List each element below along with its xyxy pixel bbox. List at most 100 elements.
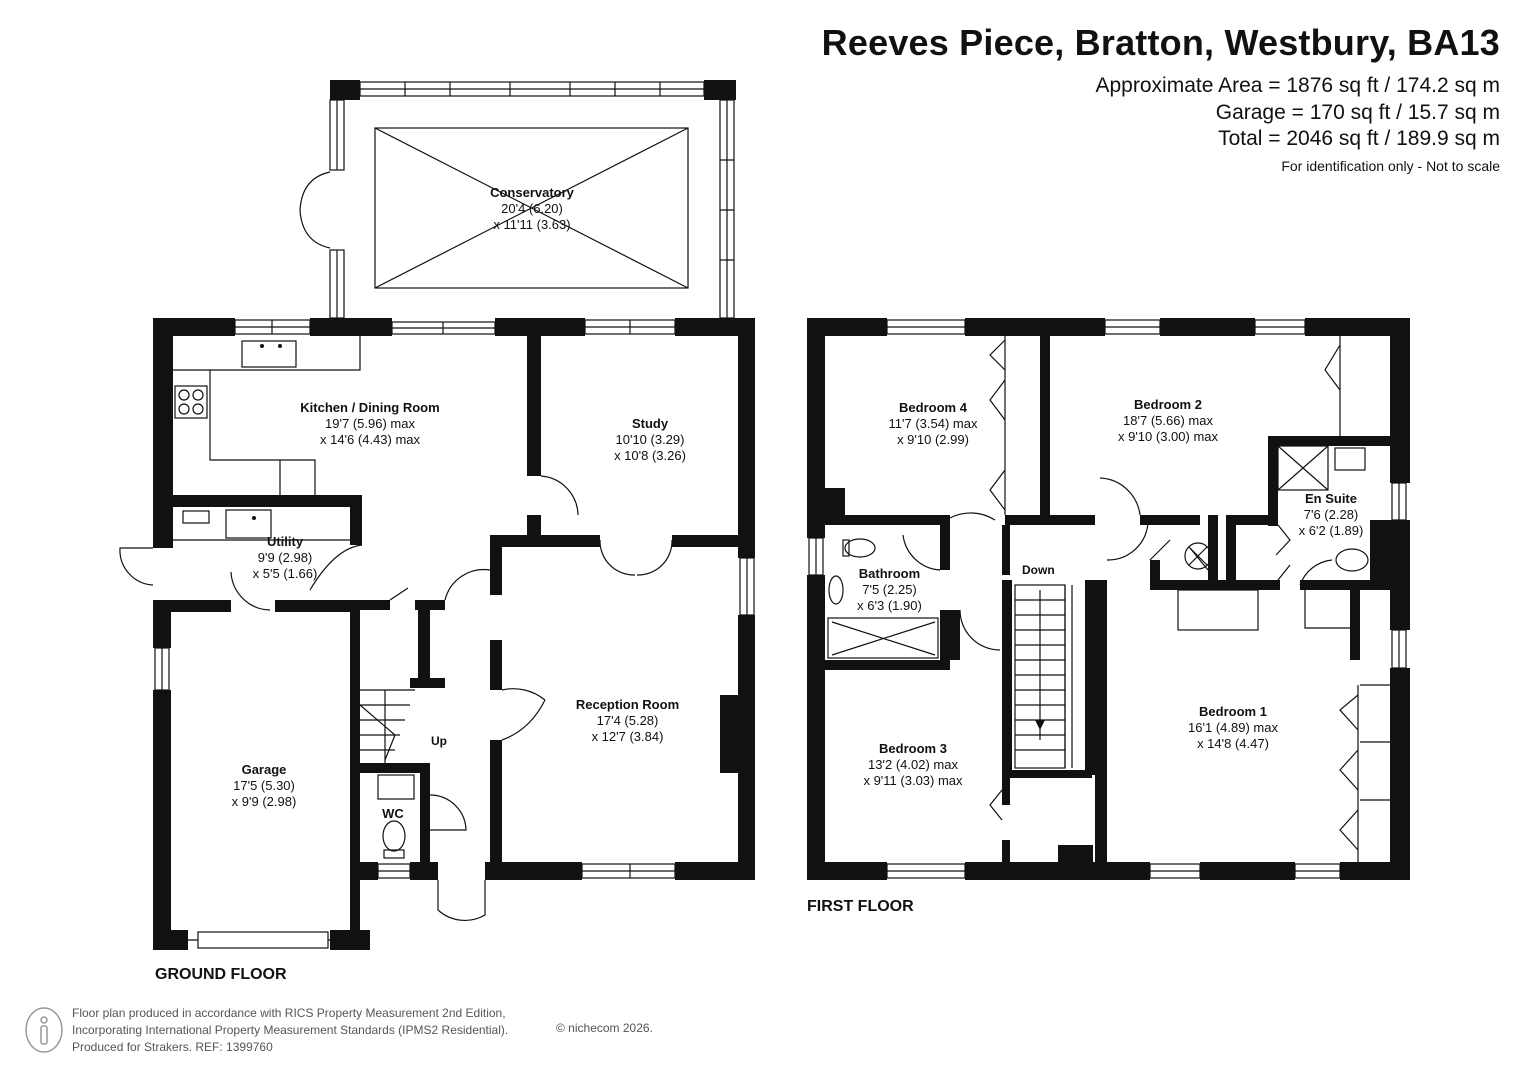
- wall: [330, 80, 346, 100]
- wall: [825, 488, 845, 518]
- wall: [807, 575, 825, 880]
- garage-door: [197, 931, 329, 949]
- person-icon: [25, 1007, 63, 1053]
- wall: [738, 615, 755, 880]
- utility-sink: [225, 509, 272, 539]
- wall: [1390, 318, 1410, 483]
- stairs-down-label: Down: [1022, 563, 1055, 577]
- wall: [672, 535, 742, 547]
- wall: [1350, 580, 1360, 660]
- garage-area: Garage = 170 sq ft / 15.7 sq m: [1215, 101, 1500, 124]
- wall: [1150, 560, 1160, 590]
- wall: [420, 763, 430, 873]
- shower: [1277, 445, 1329, 491]
- wall: [275, 600, 360, 612]
- wall: [825, 660, 950, 670]
- wall: [807, 318, 825, 538]
- stairs: [359, 689, 415, 763]
- wall: [350, 495, 362, 545]
- wall: [1300, 580, 1395, 590]
- wall: [153, 690, 171, 950]
- wall: [940, 525, 950, 570]
- wall: [495, 318, 585, 336]
- wall: [1040, 336, 1050, 516]
- wall: [527, 336, 541, 476]
- wall: [1150, 580, 1280, 590]
- wall: [418, 610, 430, 680]
- wall: [1002, 770, 1092, 778]
- wall: [704, 80, 736, 100]
- ground-floor-label: GROUND FLOOR: [155, 966, 287, 983]
- wall: [1200, 862, 1295, 880]
- wall: [675, 862, 755, 880]
- wall: [807, 862, 887, 880]
- wall: [1095, 580, 1107, 880]
- wall: [1370, 520, 1395, 590]
- appliance: [182, 510, 210, 524]
- copyright: © nichecom 2026.: [556, 1021, 653, 1035]
- roof-lantern: [374, 127, 689, 289]
- wall: [1085, 580, 1095, 775]
- wall: [807, 318, 887, 336]
- wall: [310, 318, 392, 336]
- bath: [827, 617, 939, 659]
- kitchen-sink: [241, 340, 297, 368]
- wall: [360, 600, 390, 610]
- wall: [153, 318, 235, 336]
- wall: [490, 535, 502, 595]
- wall: [1268, 436, 1393, 446]
- wall: [1005, 515, 1095, 525]
- wall: [153, 930, 188, 950]
- wall: [1208, 515, 1218, 587]
- total-area: Total = 2046 sq ft / 189.9 sq m: [1218, 127, 1500, 150]
- wall: [1390, 668, 1410, 880]
- wall: [350, 610, 360, 950]
- wall: [1002, 525, 1010, 575]
- wall: [1140, 515, 1200, 525]
- wall: [1268, 436, 1278, 526]
- wall: [490, 862, 582, 880]
- wall: [675, 318, 755, 336]
- footer-notes: Floor plan produced in accordance with R…: [72, 1006, 509, 1054]
- wall: [1058, 845, 1093, 870]
- hob: [174, 385, 208, 419]
- wall: [171, 600, 231, 612]
- wc-basin: [377, 774, 415, 800]
- address-title: Reeves Piece, Bratton, Westbury, BA13: [821, 22, 1500, 63]
- wall: [360, 862, 378, 880]
- wall: [415, 600, 445, 610]
- fireplace: [720, 695, 738, 773]
- wall: [153, 600, 171, 648]
- approx-area: Approximate Area = 1876 sq ft / 174.2 sq…: [1095, 74, 1501, 97]
- wall: [490, 640, 502, 690]
- toilet: [844, 538, 876, 558]
- wall: [965, 318, 1105, 336]
- wall: [1305, 318, 1410, 336]
- wall: [965, 862, 1150, 880]
- wall: [825, 515, 950, 525]
- wall: [1002, 775, 1010, 805]
- room-label-wc: WC: [382, 806, 404, 821]
- wall: [1226, 515, 1276, 525]
- wall: [1160, 318, 1255, 336]
- first-floor-label: FIRST FLOOR: [807, 898, 914, 915]
- disclaimer: For identification only - Not to scale: [1281, 158, 1500, 174]
- wall: [490, 535, 600, 547]
- wall: [360, 763, 430, 773]
- wall: [738, 318, 755, 558]
- toilet: [1335, 548, 1369, 572]
- basin: [828, 575, 844, 605]
- wall: [153, 540, 173, 548]
- wall: [1226, 515, 1236, 587]
